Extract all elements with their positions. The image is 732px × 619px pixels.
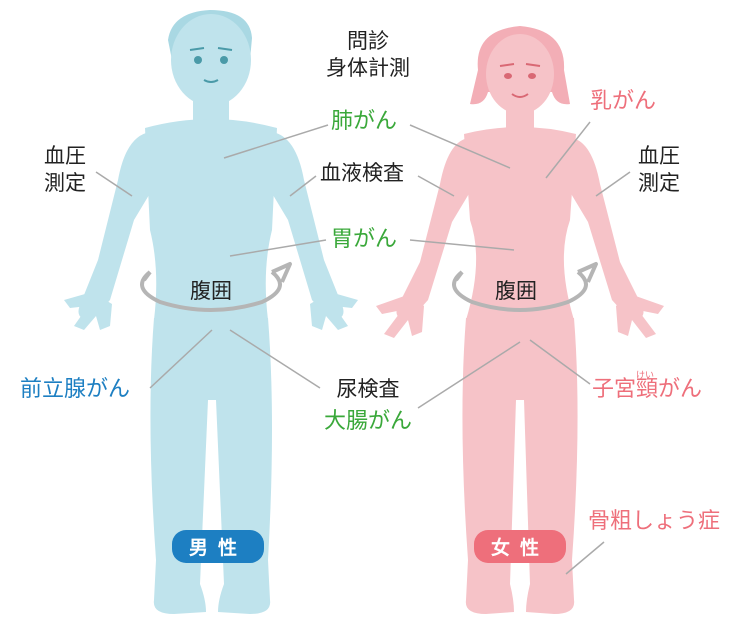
body-measurement-label: 身体計測 [326,56,410,81]
leader-lines [95,121,631,575]
bp-right-line1: 血圧 [638,144,680,168]
bp-right-line2: 測定 [638,171,680,196]
bp-left-line2: 測定 [44,171,86,196]
blood-test-label: 血液検査 [320,161,404,185]
interview-label: 問診 [347,29,389,53]
male-waist-arrow [140,262,292,312]
bp-right-label: 血圧 測定 [634,143,684,198]
urine-test-label: 尿検査 [336,377,400,401]
lung-cancer-label: 肺がん [331,109,398,134]
bp-left-label: 血圧 測定 [40,143,90,198]
breast-cancer-label: 乳がん [590,89,657,114]
male-face [189,47,233,83]
stomach-cancer-label: 胃がん [331,227,398,252]
cervical-ruby: けい [636,371,655,381]
prostate-cancer-label: 前立腺がん [20,377,131,402]
female-waist-arrow [452,262,598,312]
male-badge: 男性 [172,530,264,563]
waist-left-label: 腹囲 [190,279,232,303]
top-label: 問診 身体計測 [318,28,418,83]
osteoporosis-label: 骨粗しょう症 [588,509,721,534]
cervical-cancer-label: 子宮頸がん [592,377,703,402]
colon-cancer-label: 大腸がん [323,409,412,434]
female-face [499,63,541,98]
female-badge: 女性 [474,530,566,563]
waist-right-label: 腹囲 [495,279,537,303]
bp-left-line1: 血圧 [44,144,86,168]
